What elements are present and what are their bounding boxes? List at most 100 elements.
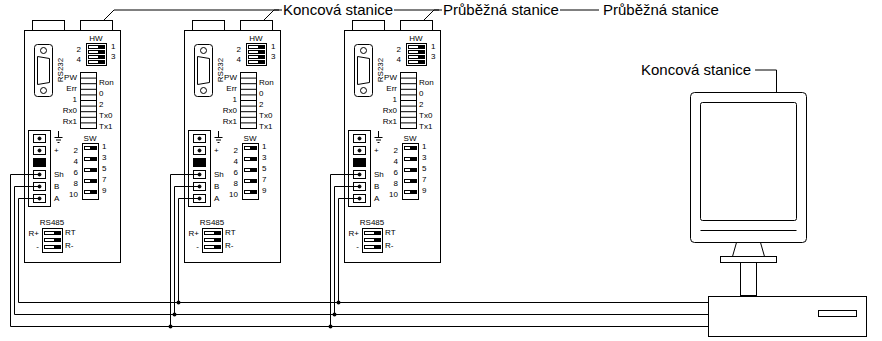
module-drawing: [185, 21, 281, 263]
dip-lever: [251, 147, 256, 150]
led-divider: [401, 106, 417, 107]
dip-lever: [215, 246, 220, 249]
panel-label: 9: [102, 186, 106, 195]
led-divider: [81, 94, 97, 95]
panel-label: R+: [29, 229, 39, 238]
panel-label: R-: [385, 241, 393, 250]
dip-toggle: [205, 232, 221, 235]
monitor-foot: [721, 257, 777, 263]
panel-label: R-: [225, 241, 233, 250]
led-divider: [401, 89, 417, 90]
led-divider: [401, 122, 417, 123]
dip-toggle: [365, 239, 381, 242]
terminal-screw: [358, 137, 361, 140]
panel-label: 5: [102, 164, 106, 173]
db9-shell: [198, 57, 210, 85]
wire: [171, 175, 709, 327]
db9-screw: [361, 48, 367, 54]
led-divider: [81, 83, 97, 84]
db9-screw: [41, 88, 47, 94]
module-housing: [345, 31, 441, 263]
panel-label: RS485: [360, 218, 384, 227]
wire: [339, 199, 709, 303]
led-divider: [241, 117, 257, 118]
panel-label: 1: [73, 95, 77, 104]
panel-label: 1: [233, 95, 237, 104]
terminal: [194, 147, 206, 155]
panel-label: PW: [224, 73, 237, 82]
terminal: [34, 135, 46, 143]
dip-lever: [91, 191, 96, 194]
wire: [179, 199, 709, 303]
panel-label: 8: [394, 179, 398, 188]
panel-label: Err: [226, 84, 237, 93]
terminal: [194, 135, 206, 143]
rail-clip: [353, 21, 385, 31]
panel-label: 5: [262, 164, 266, 173]
db9-shell: [38, 57, 50, 85]
panel-label: R+: [189, 229, 199, 238]
leader-lines: [104, 10, 777, 92]
dip-lever: [419, 56, 424, 59]
dip-toggle: [409, 51, 425, 54]
dip-toggle: [249, 46, 265, 49]
led-divider: [81, 111, 97, 112]
panel-label: 1: [102, 142, 106, 151]
panel-label: +: [54, 146, 59, 155]
panel-label: 9: [262, 186, 266, 195]
db9-connector: [195, 45, 213, 97]
led-divider: [81, 106, 97, 107]
dip-toggle: [405, 158, 417, 161]
dip-lever: [215, 232, 220, 235]
dip-toggle: [409, 56, 425, 59]
panel-label: A: [54, 194, 59, 203]
dip-lever: [55, 239, 60, 242]
dip-lever: [411, 180, 416, 183]
panel-label: 0: [419, 89, 423, 98]
panel-label: 4: [394, 157, 398, 166]
panel-label: -: [356, 242, 359, 251]
led-divider: [241, 111, 257, 112]
panel-label: Tx0: [419, 111, 432, 120]
terminal-screw: [38, 149, 41, 152]
panel-label: 2: [259, 100, 263, 109]
dip-lever: [259, 56, 264, 59]
panel-label: RS232: [56, 58, 65, 82]
panel-label: 2: [394, 146, 398, 155]
dip-toggle: [89, 56, 105, 59]
panel-label: RS232: [376, 58, 385, 82]
panel-label: RS485: [200, 218, 224, 227]
panel-label: HW: [89, 34, 102, 43]
module-drawing: [25, 21, 121, 263]
panel-label: 2: [234, 146, 238, 155]
rail-clip: [241, 21, 273, 31]
junction-dot: [173, 313, 177, 317]
panel-label: 3: [102, 153, 106, 162]
dip-lever: [251, 158, 256, 161]
panel-label: 2: [99, 100, 103, 109]
led-divider: [241, 89, 257, 90]
dip-lever: [99, 56, 104, 59]
panel-label: A: [374, 194, 379, 203]
monitor-housing: [691, 93, 807, 243]
dip-lever: [419, 61, 424, 64]
panel-label: 3: [271, 52, 275, 61]
dip-toggle: [85, 191, 97, 194]
dip-toggle: [409, 46, 425, 49]
panel-label: 7: [262, 175, 266, 184]
converter-module: Průběžná stanice: [184, 20, 280, 262]
rs485-switch-block: [363, 229, 383, 253]
junction-dot: [169, 325, 173, 329]
dip-lever: [215, 239, 220, 242]
panel-label: 2: [397, 45, 401, 54]
panel-label: 3: [422, 153, 426, 162]
ground-symbol: [55, 131, 63, 143]
dip-toggle: [89, 51, 105, 54]
dip-toggle: [245, 147, 257, 150]
panel-label: 8: [234, 179, 238, 188]
dip-lever: [375, 239, 380, 242]
dip-lever: [91, 180, 96, 183]
panel-label: PW: [384, 73, 397, 82]
panel-label: 1: [393, 95, 397, 104]
